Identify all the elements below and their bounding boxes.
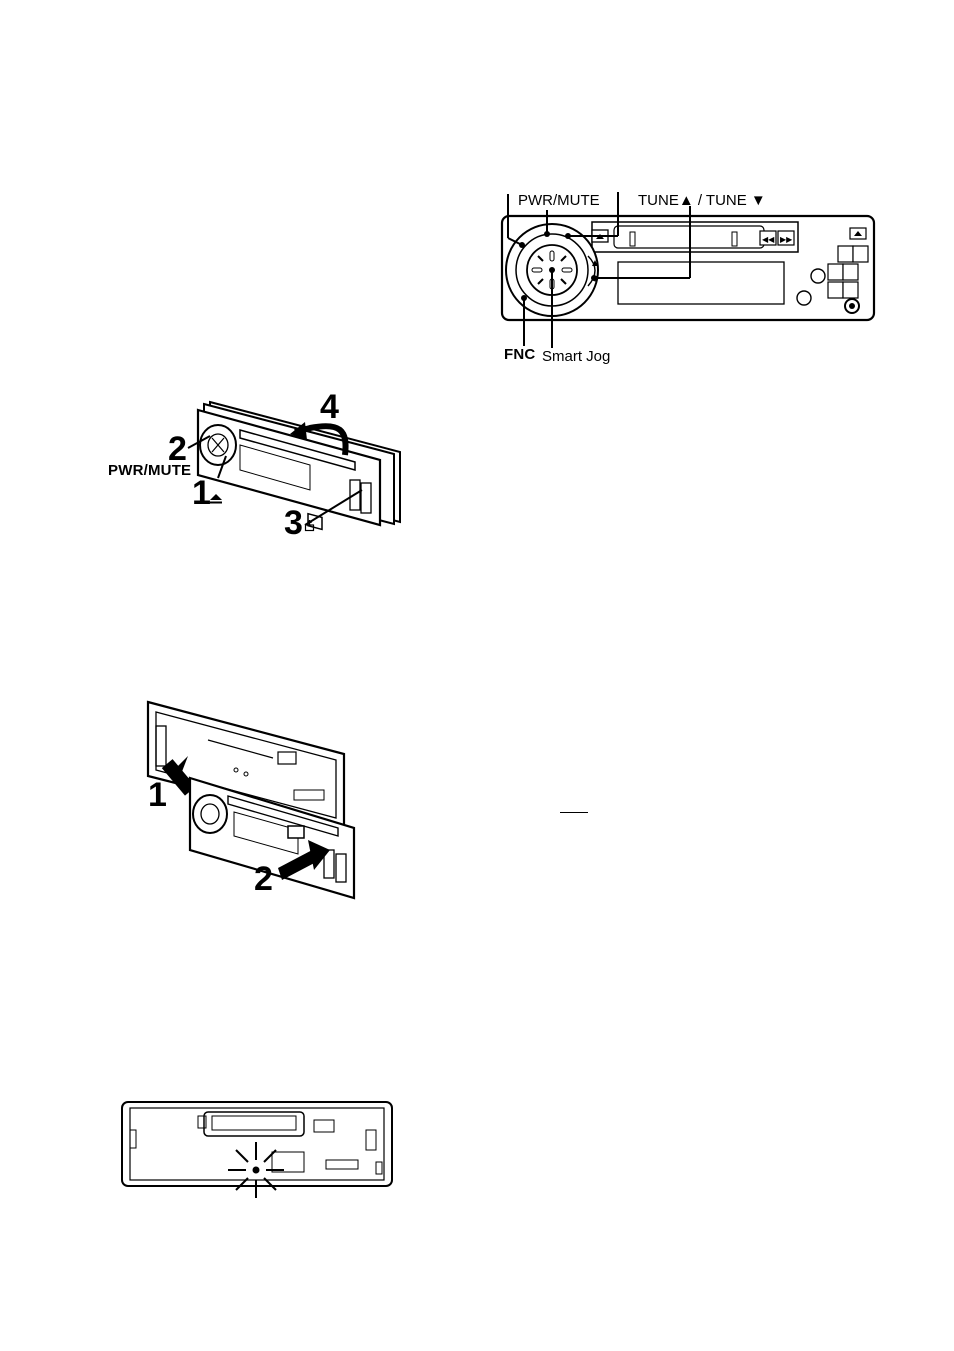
release-icon (305, 520, 314, 531)
step-2-label: 2 (254, 862, 273, 896)
fnc-callout: FNC (504, 346, 535, 363)
front-panel-illustration: ◀◀ ▶▶ (496, 188, 886, 368)
svg-text:▶▶: ▶▶ (780, 235, 793, 244)
step-3-label: 3 (284, 506, 303, 540)
figure-attach-faceplate: 1 2 (148, 700, 368, 900)
smart-jog-callout: Smart Jog (542, 348, 610, 365)
step-2-label: 2 (168, 432, 187, 466)
svg-text:◀◀: ◀◀ (762, 235, 775, 244)
step-4-label: 4 (320, 390, 339, 424)
figure-detach-faceplate: 4 2 PWR/MUTE 1 3 (100, 390, 420, 540)
step-1-label: 1 (148, 778, 167, 812)
tune-callout: TUNE▲ / TUNE ▼ (638, 192, 766, 209)
eject-icon (210, 494, 222, 504)
figure-faceplate-rear (120, 1100, 396, 1200)
pwr-mute-callout: PWR/MUTE (518, 192, 600, 209)
faceplate-rear-illustration (120, 1100, 396, 1200)
figure-front-panel: ◀◀ ▶▶ (496, 188, 886, 368)
step-1-label: 1 (192, 476, 211, 510)
overline-mark (560, 812, 588, 813)
pwr-mute-label: PWR/MUTE (108, 462, 191, 479)
